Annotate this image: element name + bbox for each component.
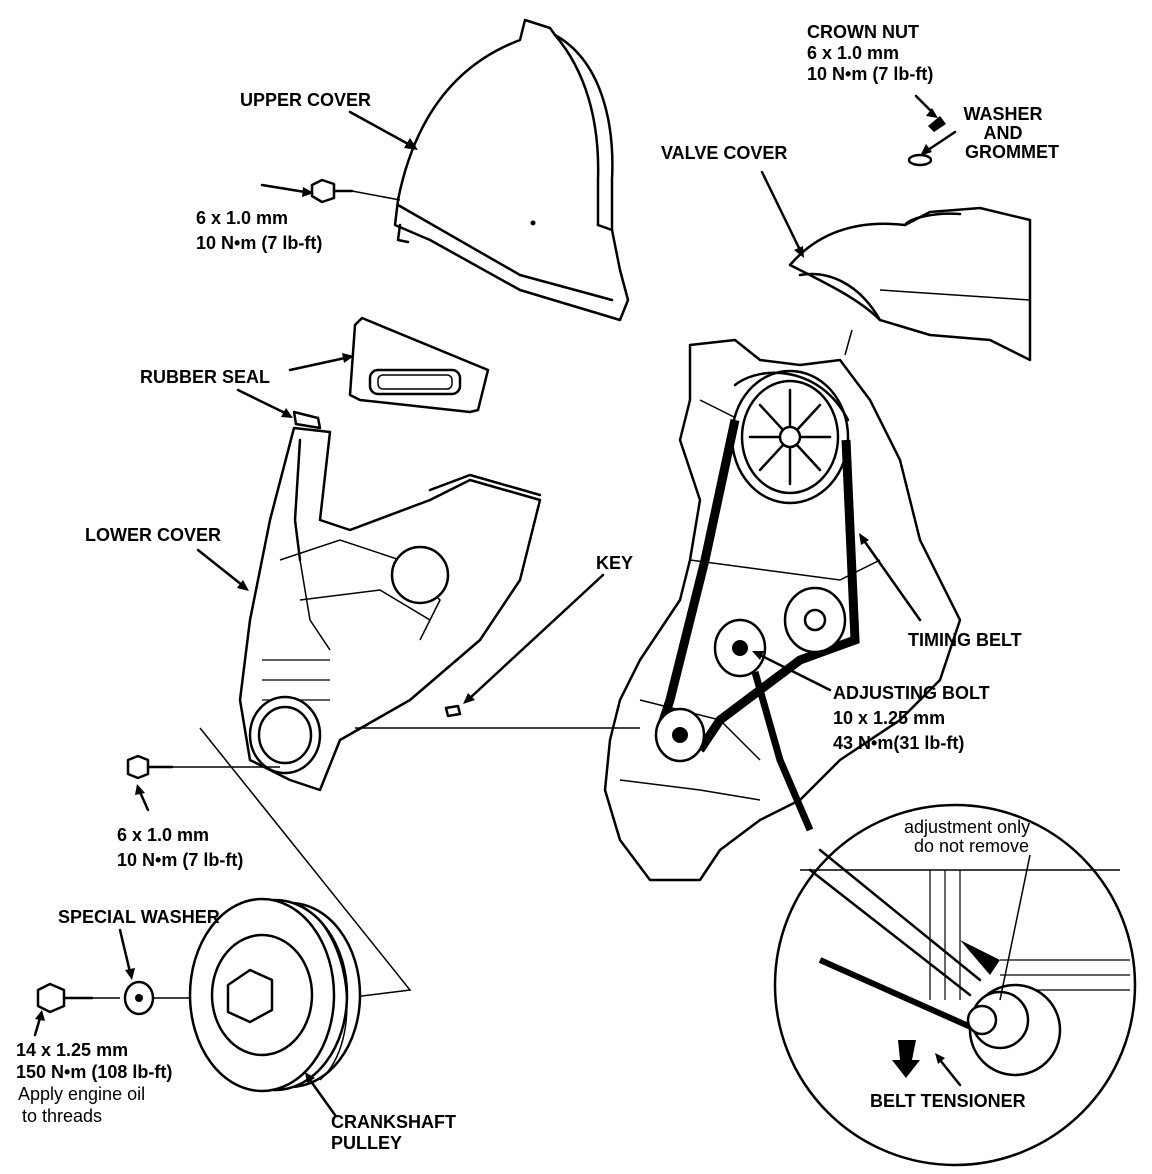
adjusting-bolt-size-label: 10 x 1.25 mm	[833, 708, 946, 728]
belt-tensioner-label: BELT TENSIONER	[870, 1091, 1026, 1111]
key-part	[444, 704, 462, 718]
adjustment-only-label: adjustment only	[904, 817, 1031, 837]
apply-oil-label: Apply engine oil	[18, 1084, 146, 1104]
upper-bolt-size-label: 6 x 1.0 mm	[196, 208, 289, 228]
crank-pulley-bolt	[36, 982, 120, 1014]
lower-cover-label: LOWER COVER	[85, 525, 222, 545]
tensioner-pulley-part	[713, 618, 814, 832]
callout-arrows	[33, 94, 962, 1117]
special-washer-part	[123, 980, 220, 1016]
valve-cover-label: VALVE COVER	[661, 143, 788, 163]
upper-cover-bolt	[310, 178, 401, 204]
lower-cover-part	[238, 426, 542, 792]
to-threads-label: to threads	[22, 1106, 103, 1126]
detail-inset	[773, 803, 1137, 1167]
lower-cover-bolt	[126, 754, 280, 780]
water-pump-pulley-part	[783, 586, 847, 654]
special-washer-label: SPECIAL WASHER	[58, 907, 220, 927]
upper-cover-label: UPPER COVER	[240, 90, 372, 110]
rubber-seal-part	[292, 316, 490, 430]
crank-sprocket-part	[654, 707, 706, 763]
upper-bolt-torque-label: 10 N•m (7 lb-ft)	[196, 233, 323, 253]
crankshaft-pulley-part	[188, 897, 362, 1093]
crown-nut-part	[907, 116, 946, 167]
and-label: AND	[983, 123, 1023, 143]
valve-cover-part	[788, 206, 1032, 362]
upper-cover-part	[393, 18, 630, 322]
lower-bolt-size-label: 6 x 1.0 mm	[117, 825, 210, 845]
crankshaft-label: CRANKSHAFT	[331, 1112, 456, 1132]
washer-label: WASHER	[963, 104, 1043, 124]
crown-nut-label: CROWN NUT	[807, 22, 919, 42]
crank-bolt-size-label: 14 x 1.25 mm	[16, 1040, 129, 1060]
leader-line	[844, 329, 853, 356]
crown-nut-torque-label: 10 N•m (7 lb-ft)	[807, 64, 934, 84]
do-not-remove-label: do not remove	[914, 836, 1030, 856]
grommet-label: GROMMET	[965, 142, 1059, 162]
rubber-seal-label: RUBBER SEAL	[140, 367, 271, 387]
adjusting-bolt-label: ADJUSTING BOLT	[833, 683, 990, 703]
camshaft-pulley-part	[730, 369, 850, 505]
crown-nut-size-label: 6 x 1.0 mm	[807, 43, 900, 63]
lower-bolt-torque-label: 10 N•m (7 lb-ft)	[117, 850, 244, 870]
adjusting-bolt-torque-label: 43 N•m(31 lb-ft)	[833, 733, 965, 753]
crank-bolt-torque-label: 150 N•m (108 lb-ft)	[16, 1062, 173, 1082]
key-label: KEY	[596, 553, 634, 573]
timing-belt-label: TIMING BELT	[908, 630, 1022, 650]
pulley-label: PULLEY	[331, 1133, 403, 1153]
